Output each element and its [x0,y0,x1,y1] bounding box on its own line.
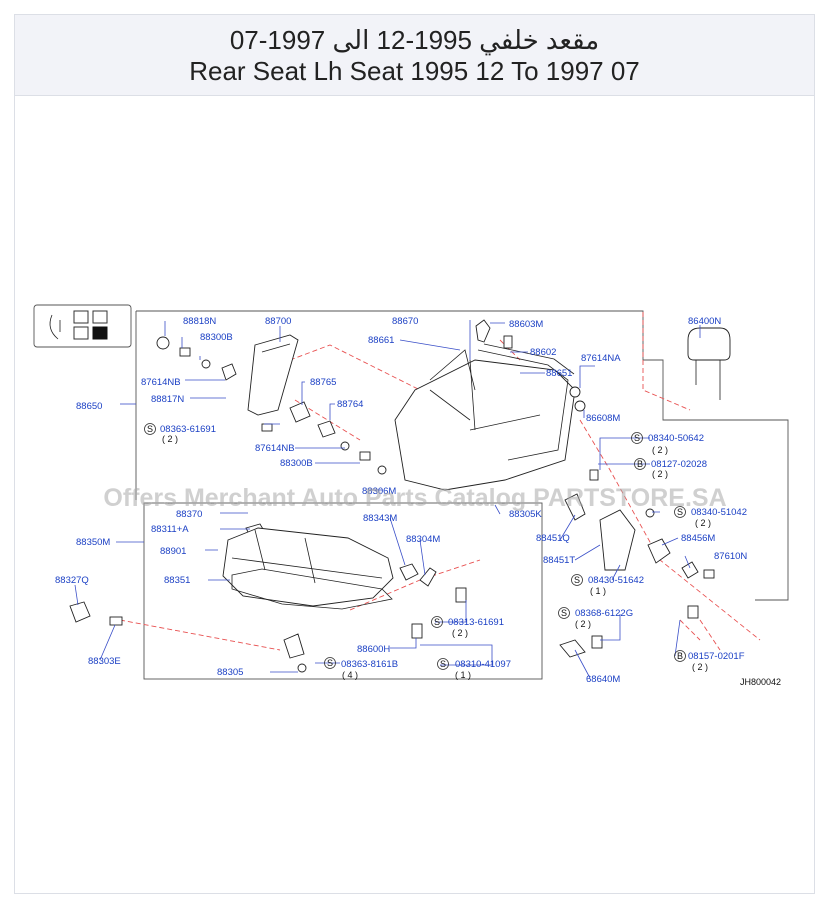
page-header: مقعد خلفي 1995-12 الى 1997-07 Rear Seat … [15,15,814,96]
label-88451Q[interactable]: 88451Q [536,533,570,544]
seatback-group-outline [136,310,789,601]
label-88901[interactable]: 88901 [160,546,186,557]
label-88343M[interactable]: 88343M [363,513,397,524]
symbol-s: S [440,659,446,669]
symbol-s: S [677,507,683,517]
label-88650[interactable]: 88650 [76,401,102,412]
symbol-s: S [434,617,440,627]
part-labels: 88818N 88300B 88700 88670 88603M 86400N … [55,316,781,687]
qty-08157-0201F: ( 2 ) [692,662,708,672]
catalog-frame [14,14,815,894]
label-88351[interactable]: 88351 [164,575,190,586]
symbol-s: S [634,433,640,443]
label-08363-61691[interactable]: 08363-61691 [160,424,216,435]
label-88305[interactable]: 88305 [217,667,243,678]
qty-08430-51642: ( 1 ) [590,586,606,596]
label-87614NB-left[interactable]: 87614NB [141,377,181,388]
qty-08340-51042: ( 2 ) [695,518,711,528]
symbol-s: S [561,608,567,618]
label-88327Q[interactable]: 88327Q [55,575,89,586]
label-88456M[interactable]: 88456M [681,533,715,544]
label-88817N[interactable]: 88817N [151,394,184,405]
label-88370[interactable]: 88370 [176,509,202,520]
symbol-s: S [574,575,580,585]
label-88304M[interactable]: 88304M [406,534,440,545]
label-08363-8161B[interactable]: 08363-8161B [341,659,398,670]
page-title-arabic: مقعد خلفي 1995-12 الى 1997-07 [229,25,600,55]
label-88700[interactable]: 88700 [265,316,291,327]
label-88661[interactable]: 88661 [368,335,394,346]
label-88651[interactable]: 88651 [546,368,572,379]
label-88764[interactable]: 88764 [337,399,363,410]
label-08430-51642[interactable]: 08430-51642 [588,575,644,586]
label-88670[interactable]: 88670 [392,316,418,327]
page-title-english: Rear Seat Lh Seat 1995 12 To 1997 07 [189,56,640,86]
label-88600H[interactable]: 88600H [357,644,390,655]
label-08157-0201F[interactable]: 08157-0201F [688,651,745,662]
fastener-icons[interactable] [69,319,715,673]
qty-08310-41097: ( 1 ) [455,670,471,680]
label-88602[interactable]: 88602 [530,347,556,358]
label-88765[interactable]: 88765 [310,377,336,388]
label-08340-50642[interactable]: 08340-50642 [648,433,704,444]
label-08368-6122G[interactable]: 08368-6122G [575,608,633,619]
label-88311A[interactable]: 88311+A [151,524,189,535]
label-88350M[interactable]: 88350M [76,537,110,548]
diagram-code: JH800042 [740,677,781,687]
symbol-s: S [327,658,333,668]
label-08313-61691[interactable]: 08313-61691 [448,617,504,628]
label-86608M[interactable]: 86608M [586,413,620,424]
cushion-group-outline [143,502,543,680]
qty-08368-6122G: ( 2 ) [575,619,591,629]
symbol-b: B [637,459,643,469]
label-87614NA[interactable]: 87614NA [581,353,621,364]
label-87614NB-lower[interactable]: 87614NB [255,443,295,454]
label-08340-51042[interactable]: 08340-51042 [691,507,747,518]
side-bolster-part-icon[interactable] [247,334,299,416]
label-88300B-top[interactable]: 88300B [200,332,233,343]
headrest-part-icon[interactable] [687,327,731,400]
label-88300B-lower[interactable]: 88300B [280,458,313,469]
label-88305K[interactable]: 88305K [509,509,542,520]
label-88306M[interactable]: 88306M [362,486,396,497]
qty-08313-61691: ( 2 ) [452,628,468,638]
label-68640M[interactable]: 68640M [586,674,620,685]
label-08310-41097[interactable]: 08310-41097 [455,659,511,670]
label-87610N[interactable]: 87610N [714,551,747,562]
qty-08340-50642: ( 2 ) [652,445,668,455]
watermark: Offers Merchant Auto Parts Catalog PARTS… [103,484,727,512]
symbol-b: B [677,651,683,661]
label-88818N[interactable]: 88818N [183,316,216,327]
qty-08363-8161B: ( 4 ) [342,670,358,680]
label-88451T[interactable]: 88451T [543,555,575,566]
qty-08363-61691: ( 2 ) [162,434,178,444]
symbol-s: S [147,424,153,434]
label-08127-02028[interactable]: 08127-02028 [651,459,707,470]
diagram-index-thumbnail-icon[interactable] [33,304,132,348]
label-86400N[interactable]: 86400N [688,316,721,327]
seatback-part-icon[interactable] [394,343,576,491]
qty-08127-02028: ( 2 ) [652,469,668,479]
label-88303E[interactable]: 88303E [88,656,121,667]
seat-cushion-part-icon[interactable] [222,527,394,610]
label-88603M[interactable]: 88603M [509,319,543,330]
